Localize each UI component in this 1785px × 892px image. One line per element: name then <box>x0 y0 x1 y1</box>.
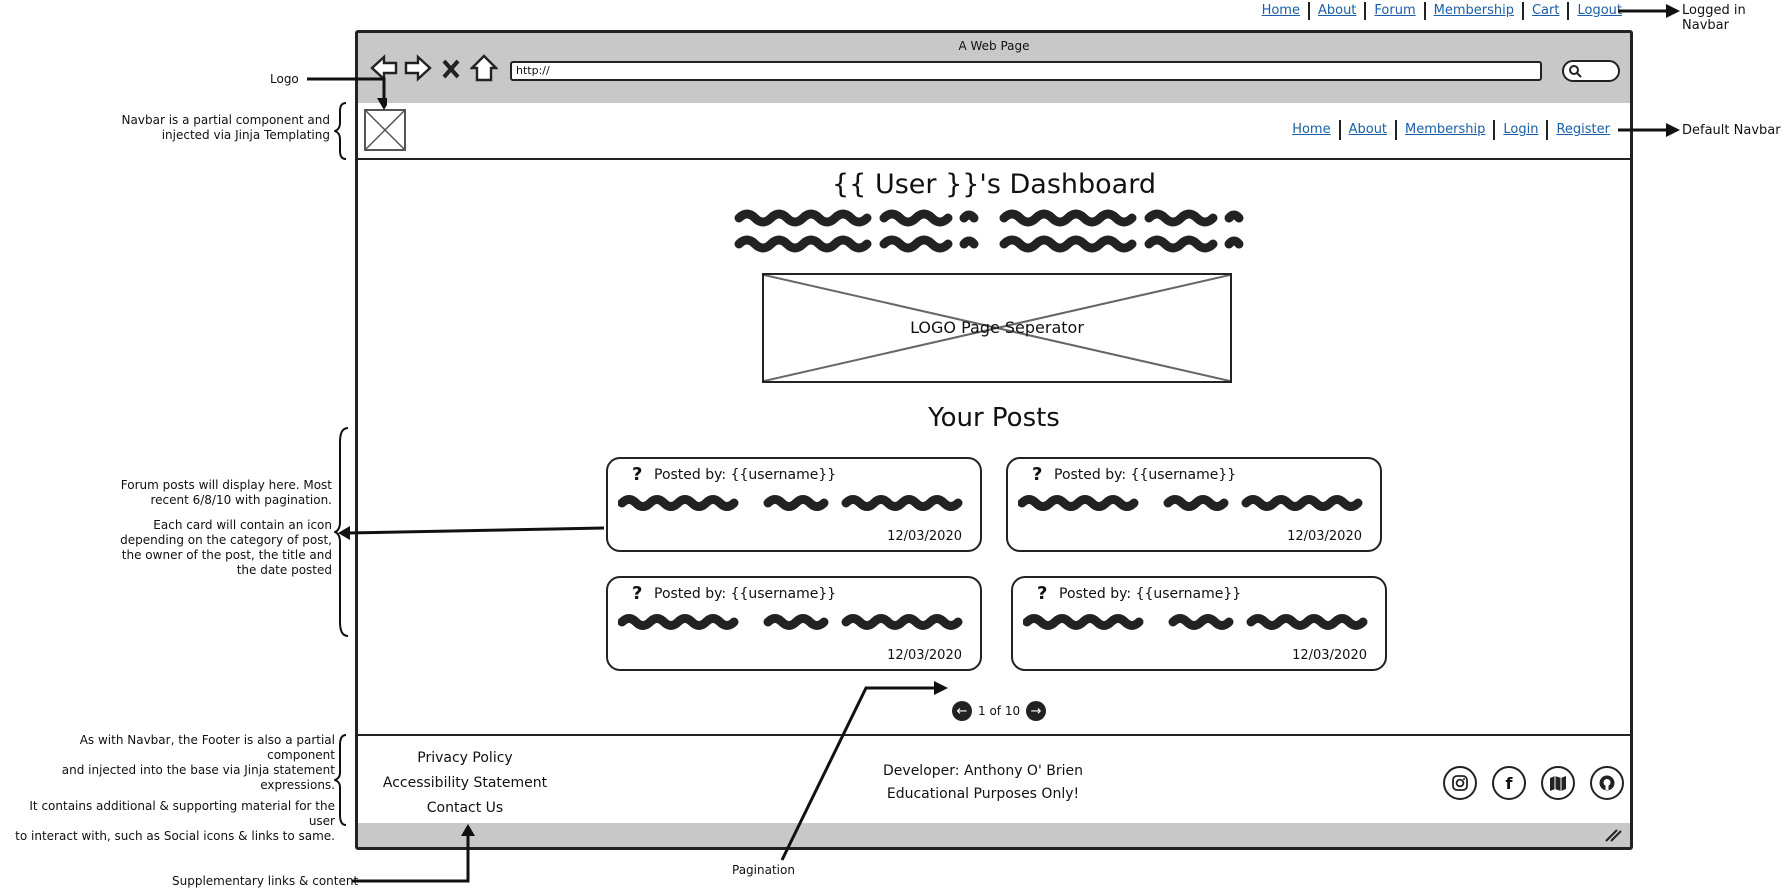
forward-arrow-icon[interactable] <box>404 53 432 83</box>
post-date: 12/03/2020 <box>1292 648 1367 663</box>
post-card[interactable]: ? Posted by: {{username}} 12/03/2020 <box>606 457 982 552</box>
logo-placeholder[interactable] <box>364 109 406 151</box>
forum-brace <box>334 427 349 637</box>
footer-brace <box>334 734 347 826</box>
image-placeholder-icon <box>764 275 1230 381</box>
dashboard-title: {{ User }}'s Dashboard <box>832 169 1156 200</box>
navbar-brace <box>334 102 347 160</box>
browser-status-bar <box>358 823 1630 847</box>
logo-annotation: Logo <box>270 72 299 86</box>
site-nav-links: Home About Membership Login Register <box>1284 120 1618 140</box>
default-navbar-annotation: Default Navbar <box>1682 123 1781 138</box>
post-title-scribble <box>618 614 963 630</box>
post-title-scribble <box>1023 614 1368 630</box>
browser-chrome: A Web Page http:// <box>358 33 1630 105</box>
github-icon[interactable] <box>1590 766 1624 800</box>
post-author: Posted by: {{username}} <box>1059 586 1242 602</box>
instagram-icon[interactable] <box>1443 766 1477 800</box>
site-nav-home-link[interactable]: Home <box>1292 122 1331 137</box>
top-nav-cart-link[interactable]: Cart <box>1531 3 1560 18</box>
question-mark-icon: ? <box>632 464 643 485</box>
home-icon[interactable] <box>470 53 498 83</box>
address-bar[interactable]: http:// <box>510 61 1542 81</box>
question-mark-icon: ? <box>1037 583 1048 604</box>
logged-in-arrow <box>1618 4 1680 18</box>
previous-page-icon[interactable]: ← <box>952 701 972 721</box>
contact-us-link[interactable]: Contact Us <box>426 800 504 816</box>
logo-arrow <box>307 77 387 110</box>
site-footer: Privacy Policy Accessibility Statement C… <box>358 734 1630 830</box>
logo-page-separator: LOGO Page Seperator <box>762 273 1232 383</box>
question-mark-icon: ? <box>632 583 643 604</box>
post-author: Posted by: {{username}} <box>654 467 837 483</box>
your-posts-title: Your Posts <box>928 403 1060 433</box>
top-nav-home-link[interactable]: Home <box>1261 3 1300 18</box>
pagination-arrow <box>780 681 948 861</box>
stop-icon[interactable] <box>438 53 466 83</box>
post-title-scribble <box>618 495 963 511</box>
post-card[interactable]: ? Posted by: {{username}} 12/03/2020 <box>1011 576 1387 671</box>
pagination-status: 1 of 10 <box>978 704 1021 718</box>
browser-search-button[interactable] <box>1562 60 1620 82</box>
navbar-annotation: Navbar is a partial component and inject… <box>121 113 330 142</box>
developer-credit: Developer: Anthony O' Brien <box>883 763 1083 779</box>
post-card[interactable]: ? Posted by: {{username}} 12/03/2020 <box>606 576 982 671</box>
placeholder-text-scribble <box>734 209 1244 253</box>
logged-in-navbar-annotation: Logged in Navbar <box>1682 3 1746 33</box>
top-nav-forum-link[interactable]: Forum <box>1374 3 1416 18</box>
question-mark-icon: ? <box>1032 464 1043 485</box>
post-author: Posted by: {{username}} <box>1054 467 1237 483</box>
post-date: 12/03/2020 <box>887 648 962 663</box>
map-icon[interactable] <box>1541 766 1575 800</box>
card-arrow <box>338 526 605 540</box>
footer-annotation: As with Navbar, the Footer is also a par… <box>15 733 335 843</box>
post-date: 12/03/2020 <box>1287 529 1362 544</box>
browser-window: A Web Page http:// Home <box>355 30 1633 850</box>
search-icon <box>1569 65 1582 78</box>
site-nav-membership-link[interactable]: Membership <box>1405 122 1486 137</box>
purpose-note: Educational Purposes Only! <box>886 786 1080 802</box>
supplementary-arrow <box>352 824 475 883</box>
pagination: ← 1 of 10 → <box>952 701 1047 721</box>
browser-title: A Web Page <box>958 39 1030 53</box>
supplementary-annotation: Supplementary links & content <box>172 874 359 888</box>
footer-links: Privacy Policy Accessibility Statement C… <box>380 746 550 821</box>
top-nav-logout-link[interactable]: Logout <box>1577 3 1622 18</box>
post-author: Posted by: {{username}} <box>654 586 837 602</box>
next-page-icon[interactable]: → <box>1026 701 1047 721</box>
privacy-policy-link[interactable]: Privacy Policy <box>417 750 513 766</box>
top-nav-membership-link[interactable]: Membership <box>1433 3 1514 18</box>
site-nav-register-link[interactable]: Register <box>1556 122 1610 137</box>
pagination-annotation: Pagination <box>732 863 795 877</box>
accessibility-statement-link[interactable]: Accessibility Statement <box>382 775 548 791</box>
post-card[interactable]: ? Posted by: {{username}} 12/03/2020 <box>1006 457 1382 552</box>
facebook-icon[interactable]: f <box>1492 766 1526 800</box>
footer-credits: Developer: Anthony O' Brien Educational … <box>858 760 1108 806</box>
post-date: 12/03/2020 <box>887 529 962 544</box>
post-title-scribble <box>1018 495 1363 511</box>
resize-handle-icon[interactable] <box>1604 828 1622 842</box>
site-navbar: Home About Membership Login Register <box>358 103 1630 160</box>
separator-label: LOGO Page Seperator <box>910 318 1084 337</box>
site-nav-login-link[interactable]: Login <box>1503 122 1539 137</box>
logged-in-navbar: Home About Forum Membership Cart Logout <box>1254 2 1630 20</box>
site-nav-about-link[interactable]: About <box>1348 122 1388 137</box>
forum-annotation: Forum posts will display here. Most rece… <box>120 478 332 577</box>
default-navbar-arrow <box>1618 123 1680 137</box>
top-nav-about-link[interactable]: About <box>1317 3 1357 18</box>
